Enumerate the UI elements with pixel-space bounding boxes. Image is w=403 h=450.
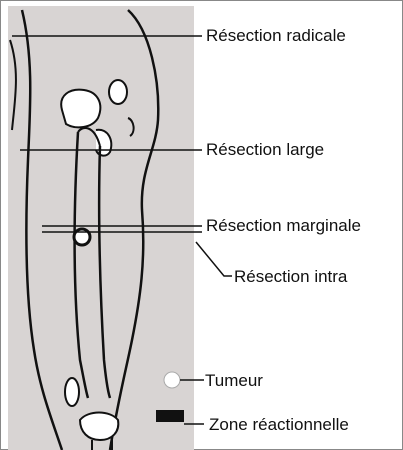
- obturator-foramen: [109, 80, 127, 104]
- knee-joint: [80, 413, 118, 441]
- patella: [65, 378, 79, 406]
- label-resection-marginale: Résection marginale: [206, 216, 361, 235]
- intra-leader: [196, 242, 232, 276]
- legend-zone-swatch: [156, 410, 184, 422]
- legend-tumeur: Tumeur: [205, 371, 263, 390]
- label-resection-intra: Résection intra: [234, 267, 348, 286]
- legend-tumor-swatch: [164, 372, 180, 388]
- hip-socket: [61, 90, 100, 128]
- label-resection-radicale: Résection radicale: [206, 26, 346, 45]
- label-resection-large: Résection large: [206, 140, 324, 159]
- legend-zone-reactionnelle: Zone réactionnelle: [209, 415, 349, 434]
